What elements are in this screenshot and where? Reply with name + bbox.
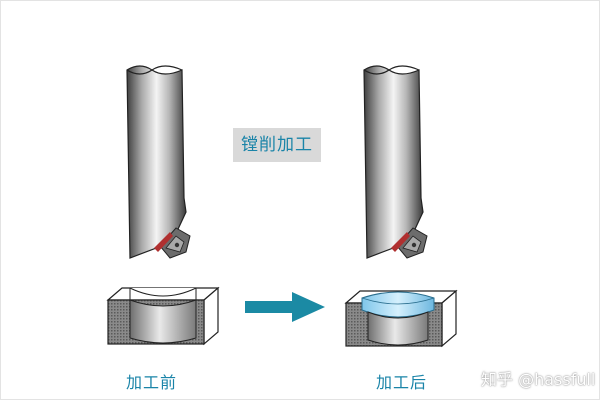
caption-before: 加工前 — [126, 373, 178, 392]
boring-bar-before — [126, 65, 191, 259]
arrow-right-icon — [245, 292, 325, 322]
watermark: 知乎 @hassfull — [481, 370, 596, 389]
caption-after: 加工后 — [376, 373, 428, 392]
workpiece-after — [344, 289, 458, 348]
process-label: 镗削加工 — [233, 128, 321, 162]
workpiece-before — [106, 286, 220, 346]
boring-bar-after — [363, 65, 428, 259]
